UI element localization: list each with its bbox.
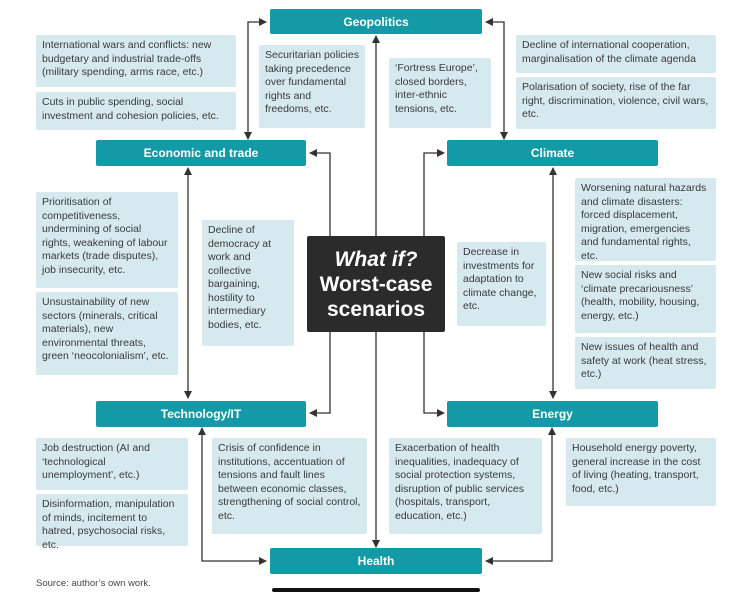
box-fortress-europe: ‘Fortress Europe’, closed borders, inter… bbox=[389, 58, 491, 128]
arrow-energy-health bbox=[485, 427, 556, 565]
arrow-geo-climate bbox=[485, 18, 508, 140]
header-economic-trade: Economic and trade bbox=[96, 140, 306, 166]
box-energy-poverty: Household energy poverty, general increa… bbox=[566, 438, 716, 506]
arrow-center-energy bbox=[423, 332, 445, 417]
home-indicator-bar bbox=[272, 588, 480, 592]
box-investments-decrease: Decrease in investments for adaptation t… bbox=[457, 242, 546, 326]
source-note: Source: author’s own work. bbox=[36, 578, 151, 589]
center-line-3: scenarios bbox=[326, 297, 426, 321]
box-unsustainability: Unsustainability of new sectors (mineral… bbox=[36, 292, 178, 375]
box-social-risks: New social risks and ‘climate precarious… bbox=[575, 265, 716, 333]
box-public-spending-cuts: Cuts in public spending, social investme… bbox=[36, 92, 236, 130]
box-polarisation: Polarisation of society, rise of the far… bbox=[516, 77, 716, 129]
arrow-technology-health bbox=[198, 427, 267, 565]
box-health-safety-work: New issues of health and safety at work … bbox=[575, 337, 716, 389]
center-line-2: Worst-case bbox=[319, 272, 433, 296]
arrow-center-economic bbox=[309, 149, 331, 236]
box-wars-conflicts: International wars and conflicts: new bu… bbox=[36, 35, 236, 87]
center-line-1: What if? bbox=[334, 247, 418, 271]
header-geopolitics: Geopolitics bbox=[270, 9, 482, 34]
box-competitiveness: Prioritisation of competitiveness, under… bbox=[36, 192, 178, 288]
header-energy: Energy bbox=[447, 401, 658, 427]
arrow-center-technology bbox=[309, 332, 331, 417]
center-title: What if? Worst-case scenarios bbox=[307, 236, 445, 332]
box-securitarian-policies: Securitarian policies taking precedence … bbox=[259, 45, 365, 128]
header-technology: Technology/IT bbox=[96, 401, 306, 427]
arrow-geo-economic bbox=[244, 18, 267, 140]
box-disinformation: Disinformation, manipulation of minds, i… bbox=[36, 494, 188, 551]
header-health: Health bbox=[270, 548, 482, 574]
header-climate: Climate bbox=[447, 140, 658, 166]
box-health-inequalities: Exacerbation of health inequalities, ina… bbox=[389, 438, 542, 534]
box-decline-cooperation: Decline of international cooperation, ma… bbox=[516, 35, 716, 73]
arrow-center-climate bbox=[423, 149, 445, 236]
box-democracy-decline: Decline of democracy at work and collect… bbox=[202, 220, 294, 346]
box-natural-hazards: Worsening natural hazards and climate di… bbox=[575, 178, 716, 262]
box-confidence-crisis: Crisis of confidence in institutions, ac… bbox=[212, 438, 367, 534]
box-job-destruction: Job destruction (AI and ‘technological u… bbox=[36, 438, 188, 490]
